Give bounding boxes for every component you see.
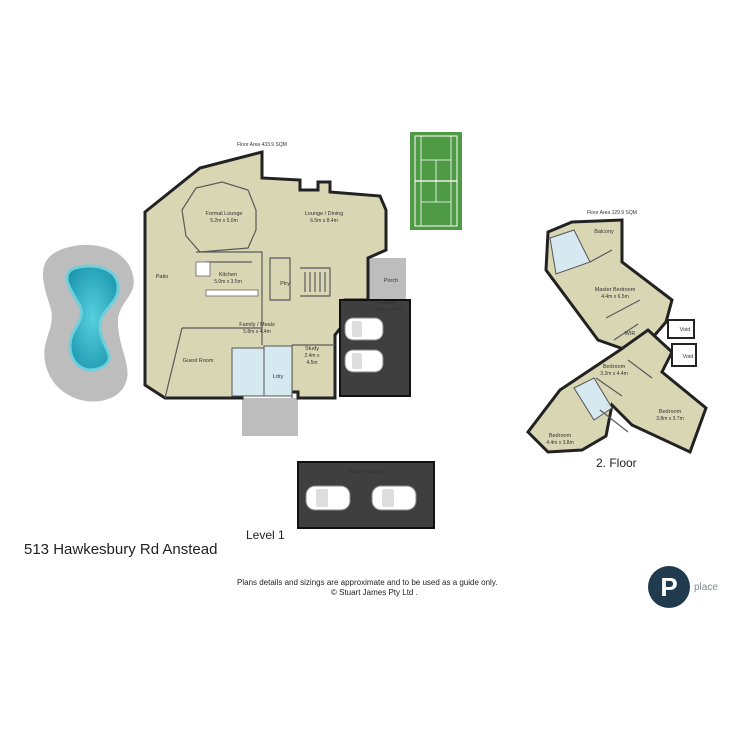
- guest-room-label: Guest Room: [183, 358, 214, 364]
- wir-label: WIR: [625, 331, 636, 337]
- laundry-area: [263, 345, 293, 397]
- carport-label: Double Carport: [347, 469, 385, 475]
- porch-label: Porch: [384, 278, 398, 284]
- entry-path: [242, 398, 298, 436]
- kitchen-island: [195, 261, 211, 277]
- brand-icon: P: [648, 566, 690, 608]
- family-meals-label: Family / Meals: [239, 322, 275, 328]
- family-walls: [164, 300, 263, 399]
- porch-area: [368, 258, 406, 300]
- level-2-floor-area: Floor Area 129.9 SQM: [587, 210, 637, 216]
- garage-car-bottom: [344, 349, 384, 373]
- bathroom-area: [231, 347, 265, 397]
- garage-size: 5.6m x 7.0m: [375, 307, 403, 313]
- tennis-court: [410, 132, 462, 230]
- brand-logo: P place: [648, 566, 718, 612]
- study-label: Study: [305, 346, 319, 352]
- property-address: 513 Hawkesbury Rd Anstead: [24, 541, 218, 558]
- formal-lounge-label: Formal Lounge: [206, 211, 243, 217]
- bedroom-2-label: Bedroom: [659, 409, 682, 415]
- bedroom-1-size: 3.2m x 4.4m: [600, 371, 628, 377]
- level-2-lower-wing: [526, 328, 708, 455]
- carport-car-right: [371, 485, 417, 511]
- patio-label: Patio: [156, 274, 169, 280]
- stairs: [300, 267, 331, 297]
- balcony-label: Balcony: [594, 229, 614, 235]
- level-1-floor-area: Floor Area 433.9 SQM: [237, 142, 287, 148]
- void-top-label: Void: [680, 327, 691, 333]
- level-1-caption: Level 1: [246, 528, 285, 542]
- brand-text: place: [694, 582, 718, 593]
- swimming-pool: [65, 264, 120, 372]
- level-2-interior-walls: [589, 249, 653, 433]
- formal-lounge-size: 5.2m x 5.0m: [210, 218, 238, 224]
- level-1-plan: Floor Area 433.9 SQM Formal Lounge 5.2m …: [42, 132, 462, 529]
- bedroom-3-label: Bedroom: [549, 433, 572, 439]
- kitchen-bench: [205, 289, 259, 297]
- bedroom-1-label: Bedroom: [603, 364, 626, 370]
- bedroom-2-size: 3.8m x 3.7m: [656, 416, 684, 422]
- void-bottom-label: Void: [683, 354, 694, 360]
- lounge-dining-size: 6.5m x 8.4m: [310, 218, 338, 224]
- master-bedroom-size: 4.4m x 6.5m: [601, 294, 629, 300]
- kitchen-label: Kitchen: [219, 272, 237, 278]
- garage-car-top: [344, 317, 384, 341]
- family-meals-size: 5.8m x 4.4m: [243, 329, 271, 335]
- lounge-dining-label: Lounge / Dining: [305, 211, 344, 217]
- laundry-label: Ldry: [273, 374, 284, 380]
- carport-car-left: [305, 485, 351, 511]
- pantry-walls: [269, 257, 291, 301]
- master-bedroom-label: Master Bedroom: [595, 287, 636, 293]
- bathroom-upper-level: [573, 377, 613, 421]
- study-size-line1: 2.4m x: [304, 353, 320, 359]
- void-bottom-box: [671, 343, 697, 367]
- garage-slab: [339, 299, 411, 397]
- study-size-line2: 4.5m: [306, 360, 317, 366]
- disclaimer-line-1: Plans details and sizings are approximat…: [237, 578, 498, 587]
- disclaimer-line-2: © Stuart James Pty Ltd .: [331, 588, 418, 597]
- kitchen-size: 5.0m x 3.5m: [214, 279, 242, 285]
- level-2-caption: 2. Floor: [596, 456, 637, 470]
- level-2-plan: Floor Area 129.9 SQM Balcony Master Bedr…: [526, 210, 708, 455]
- bedroom-3-size: 4.4m x 3.8m: [546, 440, 574, 446]
- pantry-label: Ptry: [280, 281, 290, 287]
- void-top-box: [667, 319, 695, 339]
- garage-label: Garage: [380, 300, 398, 306]
- formal-lounge-bay: [181, 181, 257, 253]
